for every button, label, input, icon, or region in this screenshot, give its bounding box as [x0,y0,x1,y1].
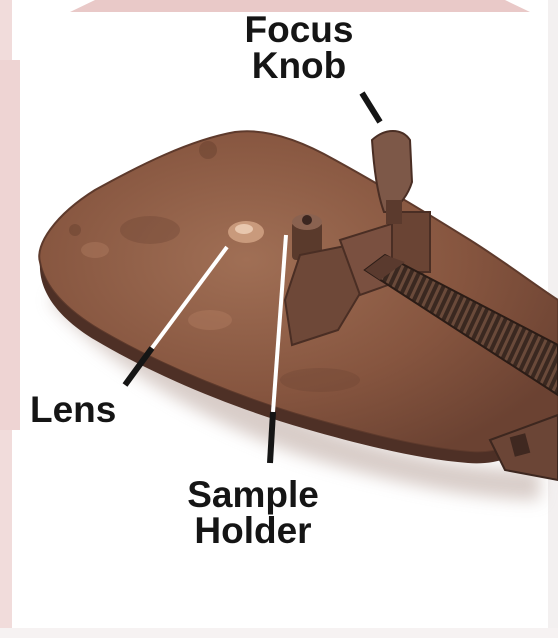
lens-part [228,221,264,243]
sample-holder-label: Sample Holder [168,477,338,549]
sample-holder-leader-black [270,412,273,463]
lens-label: Lens [30,392,116,428]
focus-knob-label: Focus Knob [232,12,366,84]
sample-holder-label-line1: Sample [168,477,338,513]
focus-knob-label-line1: Focus [232,12,366,48]
focus-knob-label-line2: Knob [232,48,366,84]
sample-holder-label-line2: Holder [168,513,338,549]
